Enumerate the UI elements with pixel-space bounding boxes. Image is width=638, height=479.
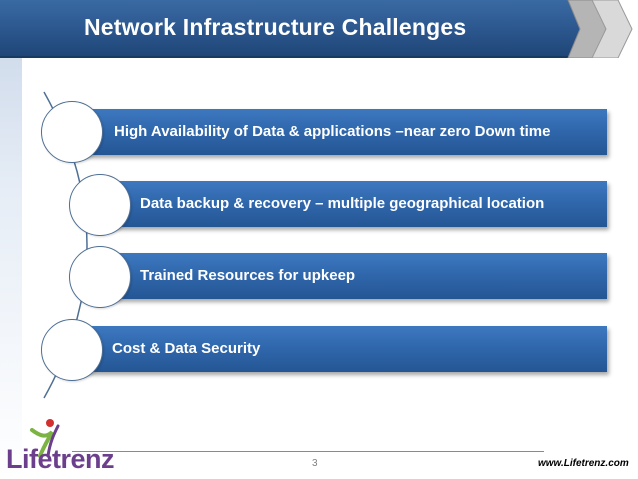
title-banner: Network Infrastructure Challenges (0, 0, 588, 58)
list-item-label: High Availability of Data & applications… (114, 123, 551, 140)
bullet-circle (69, 246, 131, 308)
slide-title: Network Infrastructure Challenges (84, 14, 467, 40)
list-item-label: Trained Resources for upkeep (140, 267, 356, 284)
double-chevron-right-icon (567, 0, 633, 58)
bullet-circle (69, 174, 131, 236)
list-item-label: Cost & Data Security (112, 340, 261, 357)
bullet-circle (41, 101, 103, 163)
footer-divider (72, 451, 544, 452)
left-gradient-strip (0, 0, 22, 479)
logo-text: Lifetrenz (6, 444, 115, 474)
list-item: High Availability of Data & applications… (78, 109, 607, 155)
list-item: Cost & Data Security (78, 326, 607, 372)
list-item: Trained Resources for upkeep (104, 253, 607, 299)
person-figure-icon (30, 419, 60, 458)
bullet-circle (41, 319, 103, 381)
list-item-label: Data backup & recovery – multiple geogra… (140, 195, 545, 212)
footer-url: www.Lifetrenz.com (538, 458, 629, 469)
list-item: Data backup & recovery – multiple geogra… (104, 181, 607, 227)
page-number: 3 (312, 458, 318, 469)
